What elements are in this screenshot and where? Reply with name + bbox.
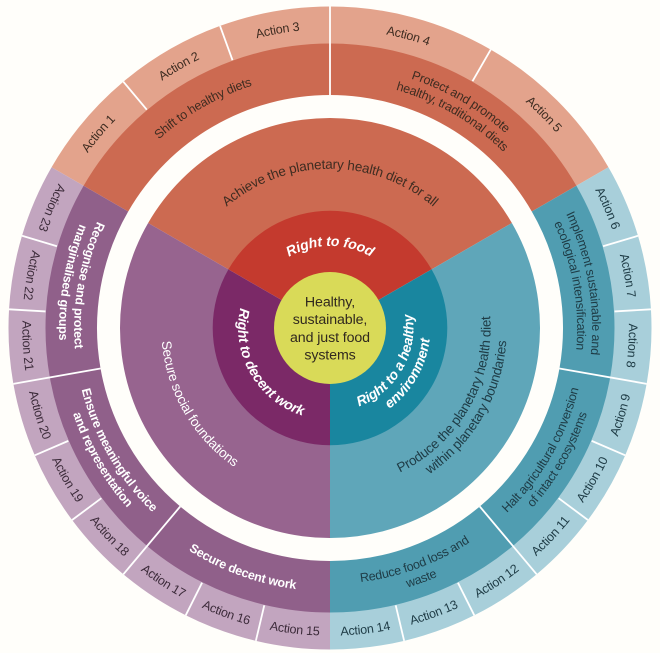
- band-segment-right-to-decent-work: [119, 223, 330, 538]
- separator-line: [602, 234, 639, 248]
- segment-action-20: [13, 377, 69, 456]
- group-segment-shift-to-healthy-diets: [83, 43, 331, 212]
- center-circle: [274, 272, 386, 384]
- separators-layer: [8, 6, 652, 642]
- separator-line: [558, 497, 589, 521]
- separator-line: [122, 505, 181, 575]
- segment-action-18: [72, 497, 148, 575]
- label-action-21: Action 21: [19, 321, 36, 372]
- separator-line: [591, 440, 626, 457]
- separator-line: [559, 367, 647, 385]
- segment-action-13: [395, 582, 475, 641]
- segment-action-2: [123, 25, 233, 111]
- center-label: Healthy, sustainable, and just food systems: [290, 294, 370, 363]
- separator-line: [471, 49, 492, 82]
- group-segment-implement-sustainable-and-ecological-intensification: [531, 185, 616, 378]
- segment-action-19: [34, 440, 102, 520]
- segment-action-8: [610, 309, 652, 384]
- group-segment-secure-decent-work: [146, 506, 330, 613]
- separator-line: [184, 582, 203, 616]
- segment-action-11: [512, 497, 588, 575]
- segment-action-10: [558, 440, 626, 520]
- separator-line: [13, 367, 101, 385]
- separator-line: [614, 308, 652, 313]
- segment-action-9: [591, 377, 647, 456]
- separator-line: [71, 497, 102, 521]
- segment-action-16: [185, 582, 265, 641]
- segment-action-15: [255, 604, 330, 650]
- separator-line: [457, 582, 476, 616]
- segment-action-22: [9, 235, 58, 312]
- segment-action-23: [22, 167, 84, 247]
- center-label-line-1: Healthy,: [305, 294, 355, 310]
- group-segment-halt-agricultural-conversion-of-intact-ecosystems: [479, 368, 611, 547]
- separator-line: [394, 605, 406, 642]
- segments-layer: [8, 6, 652, 650]
- core-segment-right-to-food: [227, 210, 433, 328]
- group-segment-protect-and-promote-healthy-traditional-diets: [330, 43, 577, 212]
- segment-action-1: [51, 81, 148, 186]
- separator-line: [34, 440, 69, 457]
- separator-line: [21, 234, 58, 248]
- group-segment-reduce-food-loss-and-waste: [330, 506, 514, 613]
- segment-action-3: [220, 6, 330, 61]
- group-segment-ensure-meaningful-voice-and-representation: [49, 368, 181, 547]
- segment-action-5: [472, 49, 609, 186]
- separator-line: [479, 505, 538, 575]
- segment-action-12: [457, 545, 537, 616]
- label-action-8: Action 8: [623, 324, 640, 369]
- group-segment-recognise-and-protect-marginalised-groups: [44, 185, 129, 378]
- center-label-line-3: and just food: [290, 330, 370, 346]
- segment-action-14: [330, 604, 405, 650]
- band-segment-right-to-a-healthy-environment: [330, 223, 541, 538]
- separator-line: [219, 25, 234, 61]
- segment-action-7: [602, 235, 651, 312]
- band-segment-right-to-food: [148, 117, 512, 270]
- segment-action-4: [330, 6, 491, 82]
- segment-action-6: [576, 167, 638, 247]
- separator-line: [8, 308, 46, 313]
- segment-action-17: [123, 545, 203, 616]
- segment-action-21: [8, 309, 50, 384]
- separator-line: [122, 81, 148, 111]
- center-label-line-4: systems: [304, 348, 355, 364]
- separator-line: [254, 605, 266, 642]
- center-label-line-2: sustainable,: [293, 312, 368, 328]
